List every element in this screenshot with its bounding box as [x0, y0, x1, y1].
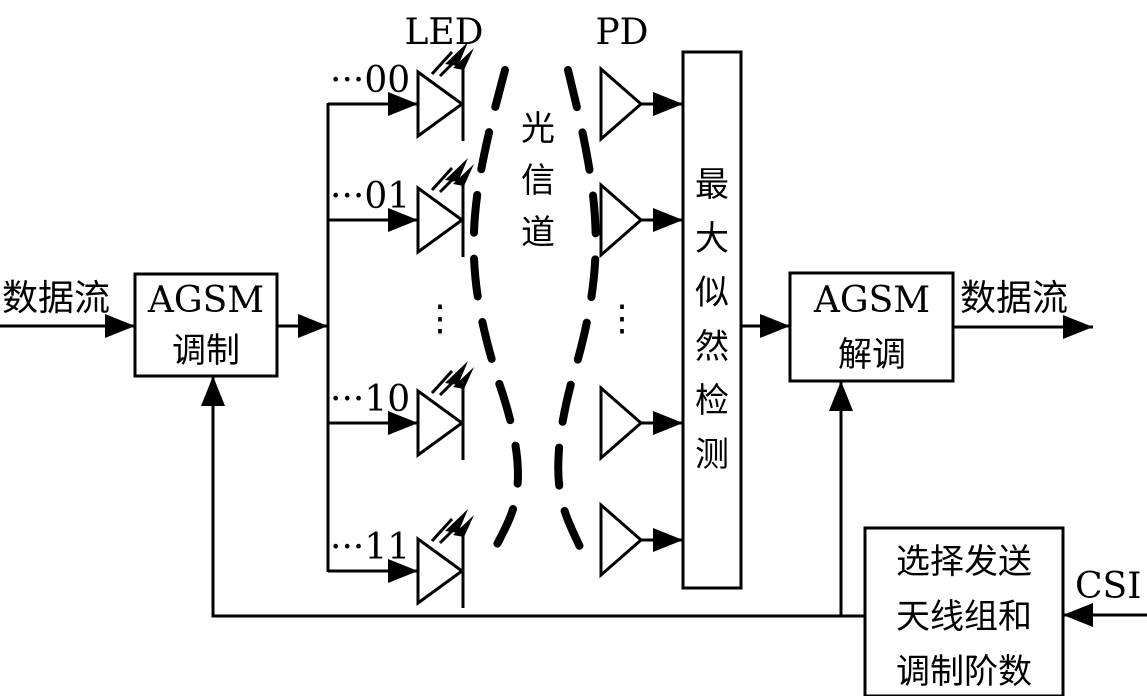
pd-header: PD [595, 12, 648, 53]
input-stream-label: 数据流 [2, 278, 110, 319]
demodulator-block: AGSM 解调 [788, 271, 955, 383]
output-stream-label: 数据流 [960, 278, 1068, 319]
optical-channel-char-3: 道 [521, 213, 555, 253]
light-emission-icon [430, 42, 474, 78]
optical-channel-char-2: 信 [521, 161, 555, 201]
modulator-label-line1: AGSM [147, 280, 264, 321]
selector-line-2: 天线组和 [896, 597, 1032, 637]
pd-branch [599, 181, 683, 259]
ml-detector-char: 最 [695, 165, 729, 205]
ml-detector-box [681, 50, 743, 590]
optical-channel-char-1: 光 [521, 109, 555, 149]
led-code-label: ···11 [330, 527, 410, 568]
channel-right-dashed-curve [554, 66, 600, 564]
demodulator-box [788, 271, 955, 383]
ml-detector-char: 然 [695, 327, 729, 367]
light-emission-icon [430, 158, 474, 194]
selector-line-1: 选择发送 [896, 542, 1032, 582]
photodiode-icon [599, 501, 644, 579]
led-icon [416, 69, 465, 139]
modulator-label-line2: 调制 [172, 331, 240, 371]
feedback-to-modulator [201, 376, 865, 618]
light-emission-icon [430, 361, 474, 397]
ml-detector-char: 大 [695, 219, 729, 259]
channel-left-dashed-curve [469, 66, 522, 564]
led-icon [416, 536, 465, 606]
ml-detector-char: 测 [695, 435, 729, 475]
ml-detector-char: 似 [695, 273, 729, 313]
demodulator-label-line1: AGSM [813, 280, 930, 321]
photodiode-icon [599, 384, 644, 462]
selector-line-3: 调制阶数 [896, 652, 1032, 692]
pd-ellipsis: ⋮ [604, 298, 640, 339]
led-branch: ···01 [328, 158, 474, 257]
led-code-label: ···01 [330, 176, 410, 217]
modulator-block: AGSM 调制 [133, 272, 279, 378]
csi-label: CSI [1075, 566, 1141, 607]
selector-block: 选择发送 天线组和 调制阶数 [863, 526, 1065, 696]
ml-detector-char: 检 [695, 381, 729, 421]
pd-branch [599, 501, 683, 579]
led-icon [416, 185, 465, 255]
led-branch: ···00 [328, 42, 474, 141]
led-branch: ···11 [328, 509, 474, 608]
photodiode-icon [599, 181, 644, 259]
photodiode-icon [599, 65, 644, 143]
led-ellipsis: ⋮ [422, 298, 458, 339]
led-branch: ···10 [328, 361, 474, 460]
led-code-label: ···10 [330, 379, 410, 420]
demodulator-label-line2: 解调 [838, 335, 906, 375]
optical-channel-boundary [469, 66, 600, 564]
pd-branches [599, 65, 683, 579]
pd-branch [599, 384, 683, 462]
led-branches: ···00 ···01 ···10 ···11 [328, 42, 474, 608]
pd-branch [599, 65, 683, 143]
light-emission-icon [430, 509, 474, 545]
led-code-label: ···00 [330, 60, 410, 101]
led-header: LED [404, 12, 483, 53]
led-icon [416, 388, 465, 458]
